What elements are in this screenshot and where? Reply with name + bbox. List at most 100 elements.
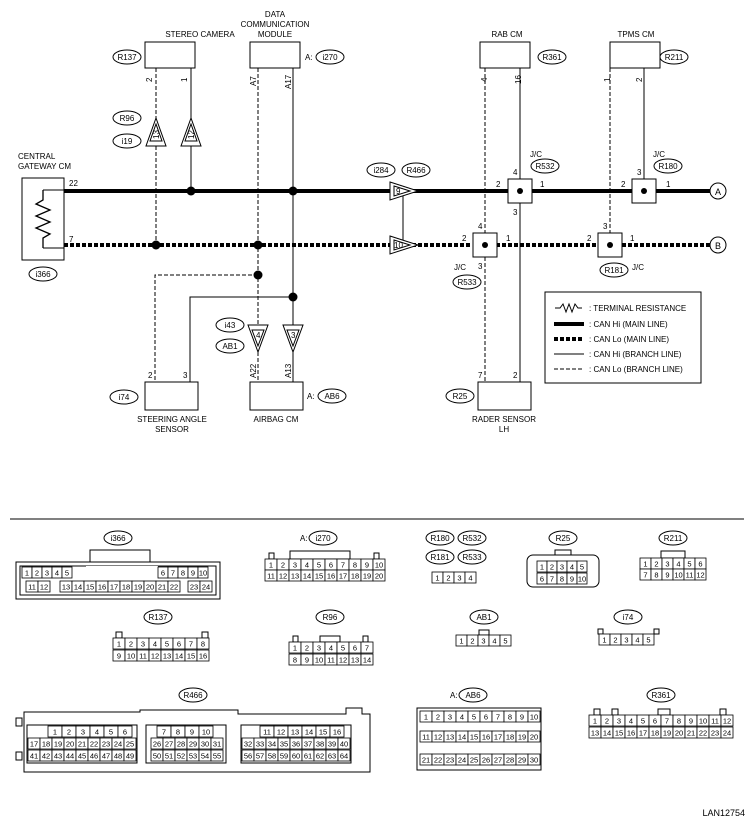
pin-number: 28 — [506, 756, 514, 765]
svg-text:i270: i270 — [315, 534, 331, 543]
pin-cell — [527, 753, 541, 766]
pin-number: 9 — [570, 575, 574, 584]
legend-can-hi-main: : CAN Hi (MAIN LINE) — [589, 320, 668, 329]
pin-number: 25 — [470, 756, 478, 765]
pin-cell — [198, 725, 214, 738]
pin-number: 22 — [699, 729, 707, 738]
pin-number: 9 — [365, 561, 369, 570]
svg-text:R466: R466 — [183, 691, 203, 700]
pin-number: 43 — [54, 752, 62, 761]
pin: 2 — [513, 371, 518, 380]
pin-number: 7 — [171, 569, 175, 578]
pin: 7 — [69, 235, 74, 244]
splice-dots — [151, 186, 298, 302]
pin-cell — [576, 560, 588, 573]
pin-number: 38 — [316, 740, 324, 749]
pin-number: 42 — [42, 752, 50, 761]
pin: 4 — [480, 77, 489, 82]
r533-label: R533 — [457, 278, 477, 287]
pin-number: 1 — [117, 640, 121, 649]
pin-number: 23 — [102, 740, 110, 749]
pin-number: 1 — [424, 713, 428, 722]
pin-number: 12 — [723, 717, 731, 726]
pin-number: 36 — [292, 740, 300, 749]
pin-number: 27 — [165, 740, 173, 749]
pin-number: 11 — [267, 572, 275, 581]
svg-text:R533: R533 — [462, 553, 482, 562]
pin: A7 — [249, 76, 258, 86]
gateway-name-line1: CENTRAL — [18, 152, 56, 161]
pin-cell — [210, 737, 224, 750]
pin: 2 — [621, 180, 626, 189]
svg-text:A:: A: — [450, 691, 458, 700]
pin-number: 16 — [98, 583, 106, 592]
pin-cell — [337, 749, 351, 762]
pin-number: 33 — [256, 740, 264, 749]
pin: 4 — [256, 331, 261, 340]
pin-number: 2 — [605, 717, 609, 726]
svg-text:R361: R361 — [651, 691, 671, 700]
pin-number: 20 — [375, 572, 383, 581]
pin-number: 3 — [665, 560, 669, 569]
airbag-connector-prefix: A: — [307, 392, 315, 401]
pin-number: 41 — [30, 752, 38, 761]
pin: 2 — [496, 180, 501, 189]
pin-number: 6 — [123, 728, 127, 737]
pin-number: 20 — [530, 733, 538, 742]
pin: 3 — [637, 168, 642, 177]
r532-label: R532 — [535, 162, 555, 171]
pin-number: 16 — [333, 728, 341, 737]
pin-number: 10 — [578, 575, 586, 584]
pin-number: 14 — [74, 583, 82, 592]
joint-connector-r180: 2 3 1 J/C R180 — [621, 150, 683, 204]
radar-sensor-module: 7 2 R25 RADER SENSOR LH — [445, 371, 536, 434]
pin-number: 16 — [627, 729, 635, 738]
pin-number: 4 — [153, 640, 157, 649]
legend-can-hi-branch: : CAN Hi (BRANCH LINE) — [589, 350, 682, 359]
pin-number: 6 — [698, 560, 702, 569]
rab-cm-connector: R361 — [542, 53, 562, 62]
pin-number: 10 — [375, 561, 383, 570]
pin-number: 8 — [654, 571, 658, 580]
pin: 1 — [666, 180, 671, 189]
pin-number: 8 — [201, 640, 205, 649]
pin-cell — [527, 730, 541, 743]
pin: 2 — [587, 234, 592, 243]
pin: 10 — [394, 241, 403, 250]
pin-number: 6 — [353, 644, 357, 653]
pin-number: 54 — [201, 752, 209, 761]
pin-cell — [196, 649, 210, 662]
pin-number: 50 — [153, 752, 161, 761]
pin-number: 4 — [55, 569, 59, 578]
pin-number: 13 — [591, 729, 599, 738]
r181-label: R181 — [604, 266, 624, 275]
pin-number: 18 — [42, 740, 50, 749]
pin-number: 12 — [696, 571, 704, 580]
pin-number: 3 — [617, 717, 621, 726]
pin-number: 34 — [268, 740, 276, 749]
airbag-cm-module: A22 A13 A: AB6 AIRBAG CM — [249, 363, 347, 424]
svg-text:B: B — [715, 241, 721, 251]
pin-number: 8 — [508, 713, 512, 722]
pin-number: 20 — [146, 583, 154, 592]
pin-number: 19 — [363, 572, 371, 581]
pin-number: 18 — [122, 583, 130, 592]
pin-number: 12 — [151, 652, 159, 661]
pin-number: 20 — [675, 729, 683, 738]
pin: 3 — [478, 262, 483, 271]
pin-cell — [329, 725, 345, 738]
pin-number: 21 — [687, 729, 695, 738]
pin-cell — [576, 572, 588, 585]
pin-number: 10 — [530, 713, 538, 722]
pin-number: 13 — [163, 652, 171, 661]
